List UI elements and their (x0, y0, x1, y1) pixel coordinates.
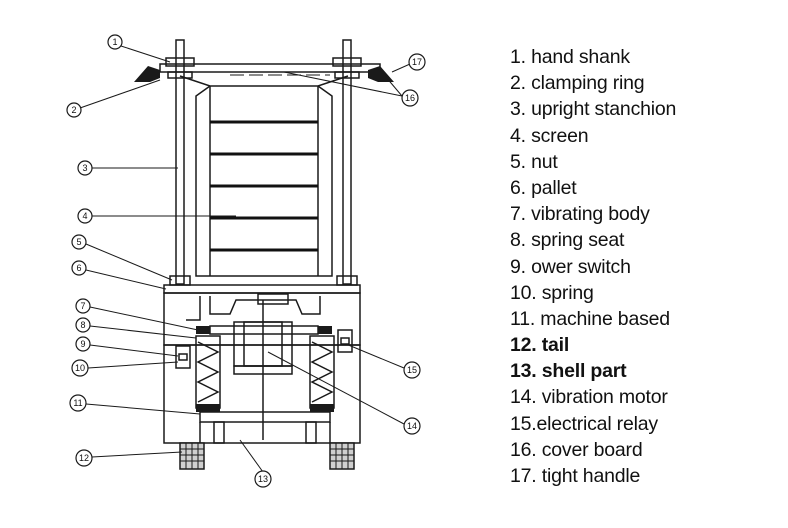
callout-8: 8 (75, 317, 91, 333)
callout-number: 1 (112, 37, 117, 47)
upright-stanchion-right (342, 39, 352, 285)
callout-number: 5 (76, 237, 81, 247)
callout-3: 3 (77, 160, 93, 176)
callout-10: 10 (71, 359, 89, 377)
callout-5: 5 (71, 234, 87, 250)
legend-item: 13. shell part (510, 360, 627, 383)
legend-item: 5. nut (510, 150, 558, 173)
legend-item: 3. upright stanchion (510, 98, 677, 121)
legend-item: 14. vibration motor (510, 386, 668, 409)
callout-number: 17 (412, 57, 422, 67)
callout-number: 9 (80, 339, 85, 349)
callout-number: 12 (79, 453, 89, 463)
callout-number: 8 (80, 320, 85, 330)
legend-item: 8. spring seat (510, 229, 625, 252)
callout-7: 7 (75, 298, 91, 314)
callout-number: 15 (407, 365, 417, 375)
callout-12: 12 (75, 449, 93, 467)
callout-number: 14 (407, 421, 417, 431)
legend-item: 11. machine based (510, 307, 670, 330)
shell-part (163, 296, 361, 444)
pallet (163, 284, 361, 294)
callout-number: 3 (82, 163, 87, 173)
callout-11: 11 (69, 394, 87, 412)
spring-right (309, 335, 335, 412)
legend-item: 16. cover board (510, 438, 643, 461)
screen-stack (195, 85, 333, 277)
callout-number: 11 (73, 398, 82, 408)
legend-item: 15.electrical relay (510, 412, 658, 435)
callout-16: 16 (401, 89, 419, 107)
legend-item: 12. tail (510, 334, 570, 357)
legend-item: 17. tight handle (510, 465, 641, 487)
power-switch (175, 345, 191, 369)
vibrating-body (163, 292, 361, 346)
upright-stanchion-left (175, 39, 185, 285)
spring-left (195, 335, 221, 412)
callout-number: 16 (405, 93, 415, 103)
electrical-relay (337, 329, 353, 353)
tail-foot-right (329, 442, 355, 470)
callout-6: 6 (71, 260, 87, 276)
cover-board (159, 63, 381, 87)
legend-item: 10. spring (510, 281, 594, 304)
hand-shank-left (134, 57, 195, 82)
legend-item: 6. pallet (510, 176, 577, 199)
callout-9: 9 (75, 336, 91, 352)
legend-item: 9. ower switch (510, 255, 631, 278)
callout-15: 15 (403, 361, 421, 379)
callout-17: 17 (408, 53, 426, 71)
callout-number: 13 (258, 474, 268, 484)
callout-number: 6 (76, 263, 81, 273)
legend-item: 4. screen (510, 124, 589, 147)
legend-item: 1. hand shank (510, 46, 630, 68)
sieve-shaker-drawing: 1 2 3 4 5 6 7 8 (66, 34, 426, 488)
vibration-motor (233, 300, 293, 440)
callout-number: 2 (71, 105, 76, 115)
callout-13: 13 (254, 470, 272, 488)
callout-number: 7 (80, 301, 85, 311)
callout-1: 1 (107, 34, 123, 50)
callout-number: 4 (82, 211, 87, 221)
legend-item: 2. clamping ring (510, 72, 645, 95)
machine-base (199, 411, 331, 444)
leader-lines (79, 45, 411, 473)
callout-2: 2 (66, 102, 82, 118)
callout-4: 4 (77, 208, 93, 224)
callout-number: 10 (75, 363, 85, 373)
tail-foot-left (179, 442, 205, 470)
hand-shank-right (332, 57, 394, 82)
parts-legend: 1. hand shank 2. clamping ring 3. upright … (510, 44, 676, 489)
callout-14: 14 (403, 417, 421, 435)
legend-item: 7. vibrating body (510, 203, 650, 226)
